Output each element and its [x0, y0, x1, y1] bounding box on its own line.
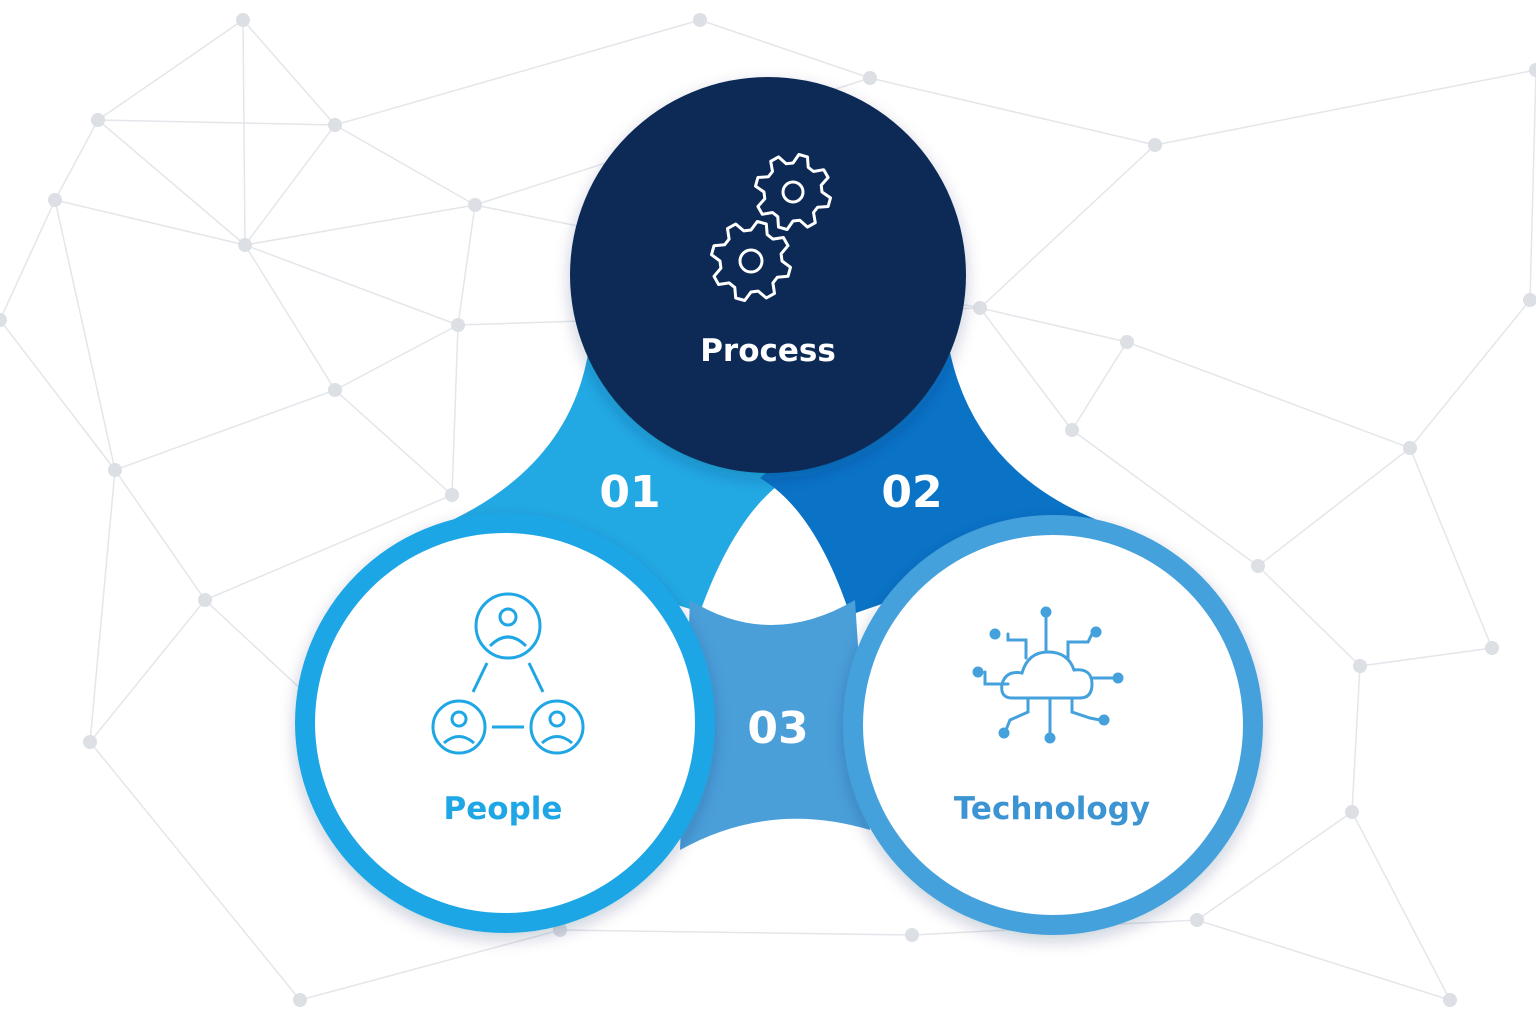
- network-line: [334, 389, 453, 496]
- network-node: [468, 198, 482, 212]
- network-line: [114, 469, 206, 601]
- gear-icon: [710, 220, 792, 302]
- network-line: [242, 19, 246, 246]
- process-label: Process: [700, 333, 836, 369]
- network-line: [979, 307, 1073, 431]
- network-line: [244, 204, 476, 246]
- network-line: [89, 741, 301, 1001]
- network-line: [1071, 429, 1259, 567]
- network-line: [89, 469, 116, 743]
- network-line: [1126, 341, 1411, 449]
- network-node: [1345, 805, 1359, 819]
- network-line: [54, 119, 99, 201]
- network-line: [114, 389, 336, 471]
- network-node: [905, 928, 919, 942]
- network-line: [457, 204, 476, 326]
- network-node: [973, 301, 987, 315]
- network-line: [1409, 447, 1493, 649]
- network-line: [1071, 341, 1128, 431]
- network-node: [1251, 559, 1265, 573]
- network-line: [979, 144, 1156, 309]
- network-line: [451, 324, 459, 496]
- gears-icon: [710, 153, 832, 302]
- network-line: [244, 244, 336, 391]
- network-line: [97, 19, 244, 121]
- network-line: [869, 77, 1156, 146]
- network-line: [1409, 299, 1531, 449]
- network-node: [693, 13, 707, 27]
- network-node: [1120, 335, 1134, 349]
- connector-number-03: 03: [747, 703, 808, 754]
- people-circle: [315, 533, 695, 913]
- network-node: [236, 13, 250, 27]
- network-line: [1196, 811, 1353, 921]
- network-line: [97, 119, 336, 126]
- network-node: [1065, 423, 1079, 437]
- network-node: [0, 313, 7, 327]
- network-node: [1353, 659, 1367, 673]
- network-node: [445, 488, 459, 502]
- network-node: [1523, 293, 1536, 307]
- network-line: [1351, 665, 1361, 813]
- people-network-icon: [431, 592, 585, 755]
- network-line: [54, 199, 246, 246]
- network-line: [699, 19, 871, 79]
- network-node: [1403, 441, 1417, 455]
- network-line: [1359, 647, 1493, 667]
- network-line: [242, 19, 336, 126]
- network-node: [1485, 641, 1499, 655]
- network-line: [1257, 447, 1411, 567]
- network-line: [334, 324, 459, 391]
- gear-icon: [754, 153, 832, 231]
- network-line: [204, 494, 453, 601]
- network-node: [91, 113, 105, 127]
- network-node: [451, 318, 465, 332]
- network-line: [1351, 811, 1451, 1001]
- network-line: [1154, 69, 1536, 146]
- process-circle: [570, 77, 966, 473]
- network-line: [244, 244, 459, 326]
- link-band-03: [680, 600, 870, 850]
- network-line: [89, 599, 206, 743]
- network-node: [1190, 913, 1204, 927]
- network-line: [334, 124, 476, 206]
- network-node: [328, 118, 342, 132]
- network-node: [1529, 63, 1536, 77]
- technology-label: Technology: [954, 791, 1150, 827]
- network-node: [863, 71, 877, 85]
- technology-circle: [863, 535, 1243, 915]
- network-node: [1148, 138, 1162, 152]
- network-line: [0, 199, 56, 321]
- network-node: [48, 193, 62, 207]
- network-node: [1443, 993, 1457, 1007]
- network-line: [97, 119, 246, 246]
- network-node: [83, 735, 97, 749]
- network-line: [559, 929, 913, 936]
- network-node: [238, 238, 252, 252]
- network-line: [299, 929, 561, 1001]
- connector-number-01: 01: [599, 467, 660, 518]
- network-line: [244, 124, 336, 246]
- network-line: [1196, 919, 1451, 1001]
- network-line: [0, 319, 116, 471]
- network-line: [979, 307, 1128, 343]
- cloud-circuit-icon: [972, 606, 1124, 744]
- network-node: [198, 593, 212, 607]
- network-line: [54, 199, 116, 471]
- network-node: [328, 383, 342, 397]
- network-node: [108, 463, 122, 477]
- network-line: [1257, 565, 1361, 667]
- network-line: [334, 19, 701, 126]
- people-label: People: [444, 791, 563, 827]
- network-node: [293, 993, 307, 1007]
- network-line: [1529, 69, 1536, 301]
- connector-number-02: 02: [881, 467, 942, 518]
